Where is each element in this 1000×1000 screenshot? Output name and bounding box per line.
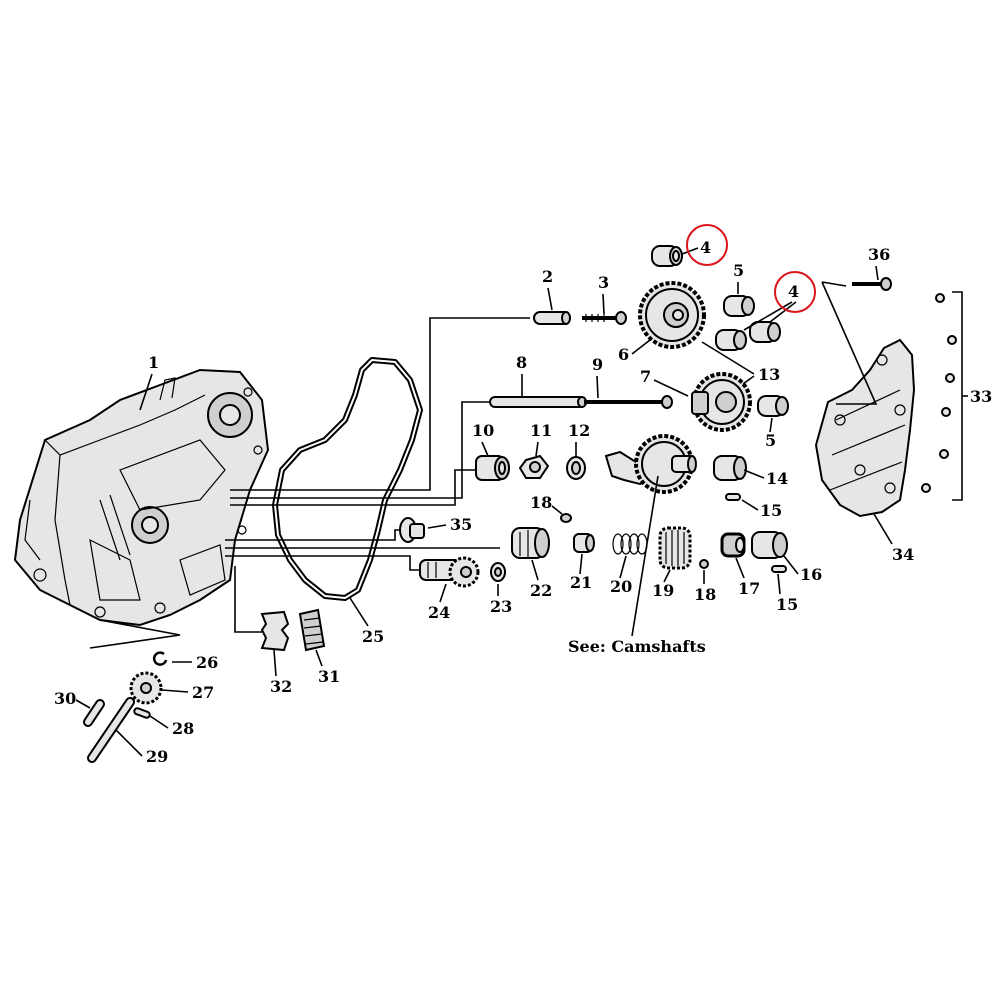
shaft-part-29[interactable] <box>87 697 135 763</box>
label-9: 9 <box>592 355 603 374</box>
label-11: 11 <box>530 421 552 440</box>
bushing-part-5-lower[interactable] <box>757 395 789 417</box>
gasket-part-25[interactable] <box>272 357 423 601</box>
label-5-top: 5 <box>733 261 744 280</box>
bushing-part-5-top[interactable] <box>723 295 755 317</box>
label-20: 20 <box>610 577 632 596</box>
gear-part-6[interactable] <box>638 281 706 349</box>
coupling-part-32[interactable] <box>260 610 290 652</box>
see-camshafts-note: See: Camshafts <box>568 637 706 656</box>
screw-part-36[interactable] <box>852 277 892 291</box>
bushing-part-14[interactable] <box>713 455 747 481</box>
label-27: 27 <box>192 683 214 702</box>
crankcase-part-1[interactable] <box>13 368 270 627</box>
label-12: 12 <box>568 421 590 440</box>
label-34: 34 <box>892 545 914 564</box>
shaft-part-30[interactable] <box>83 699 105 727</box>
shaft-part-8[interactable] <box>489 396 587 408</box>
gear-part-7[interactable] <box>691 372 752 432</box>
pin-part-15-lower[interactable] <box>771 565 787 573</box>
label-15-lower: 15 <box>776 595 798 614</box>
nut-part-11[interactable] <box>518 454 550 479</box>
gear-shaft-part-24[interactable] <box>419 556 480 588</box>
label-8: 8 <box>516 353 527 372</box>
label-7: 7 <box>640 367 651 386</box>
cam-cover-part-34[interactable] <box>814 338 916 518</box>
bushing-part-21[interactable] <box>573 533 595 553</box>
label-32: 32 <box>270 677 292 696</box>
label-6: 6 <box>618 345 629 364</box>
highlight-circle-4-top <box>686 224 728 266</box>
ball-part-18-upper[interactable] <box>560 513 572 523</box>
label-35: 35 <box>450 515 472 534</box>
label-36: 36 <box>868 245 890 264</box>
bushing-part-4-right[interactable] <box>715 321 781 351</box>
label-31: 31 <box>318 667 340 686</box>
bushing-part-16[interactable] <box>751 531 788 559</box>
label-4-right: 4 <box>788 282 799 301</box>
dowel-pin-part-2[interactable] <box>533 311 571 325</box>
label-16: 16 <box>800 565 822 584</box>
cover-screws-part-33[interactable] <box>921 293 957 493</box>
key-part-28[interactable] <box>133 707 151 719</box>
label-22: 22 <box>530 581 552 600</box>
bushing-part-10[interactable] <box>475 455 510 481</box>
label-17: 17 <box>738 579 760 598</box>
screw-part-9[interactable] <box>584 395 673 409</box>
highlight-circle-4-right <box>774 271 816 313</box>
label-18-lower: 18 <box>694 585 716 604</box>
label-26: 26 <box>196 653 218 672</box>
pin-part-15-upper[interactable] <box>725 493 741 501</box>
ball-part-18-lower[interactable] <box>699 559 709 569</box>
label-13: 13 <box>758 365 780 384</box>
label-21: 21 <box>570 573 592 592</box>
washer-part-12[interactable] <box>566 456 586 480</box>
label-5-lower: 5 <box>765 431 776 450</box>
bracket-33 <box>952 291 963 501</box>
label-23: 23 <box>490 597 512 616</box>
label-2: 2 <box>542 267 553 286</box>
label-3: 3 <box>598 273 609 292</box>
camshaft-assembly[interactable] <box>604 434 697 494</box>
label-14: 14 <box>766 469 788 488</box>
label-25: 25 <box>362 627 384 646</box>
screw-part-3[interactable] <box>582 311 627 325</box>
washer-part-23[interactable] <box>490 562 506 582</box>
filter-part-31[interactable] <box>298 608 326 652</box>
clip-part-26[interactable] <box>152 651 168 666</box>
label-15-upper: 15 <box>760 501 782 520</box>
label-19: 19 <box>652 581 674 600</box>
gear-part-17[interactable] <box>720 532 746 558</box>
label-28: 28 <box>172 719 194 738</box>
seal-part-35[interactable] <box>399 517 425 543</box>
label-10: 10 <box>472 421 494 440</box>
spring-part-20[interactable] <box>612 533 648 555</box>
label-29: 29 <box>146 747 168 766</box>
gear-part-27[interactable] <box>129 671 163 705</box>
label-1: 1 <box>148 353 159 372</box>
label-33: 33 <box>970 387 992 406</box>
sleeve-part-22[interactable] <box>511 527 550 559</box>
bushing-part-4-top[interactable] <box>651 245 683 267</box>
label-30: 30 <box>54 689 76 708</box>
label-24: 24 <box>428 603 450 622</box>
label-4-top: 4 <box>700 238 711 257</box>
gear-part-19[interactable] <box>658 526 692 570</box>
label-18-upper: 18 <box>530 493 552 512</box>
